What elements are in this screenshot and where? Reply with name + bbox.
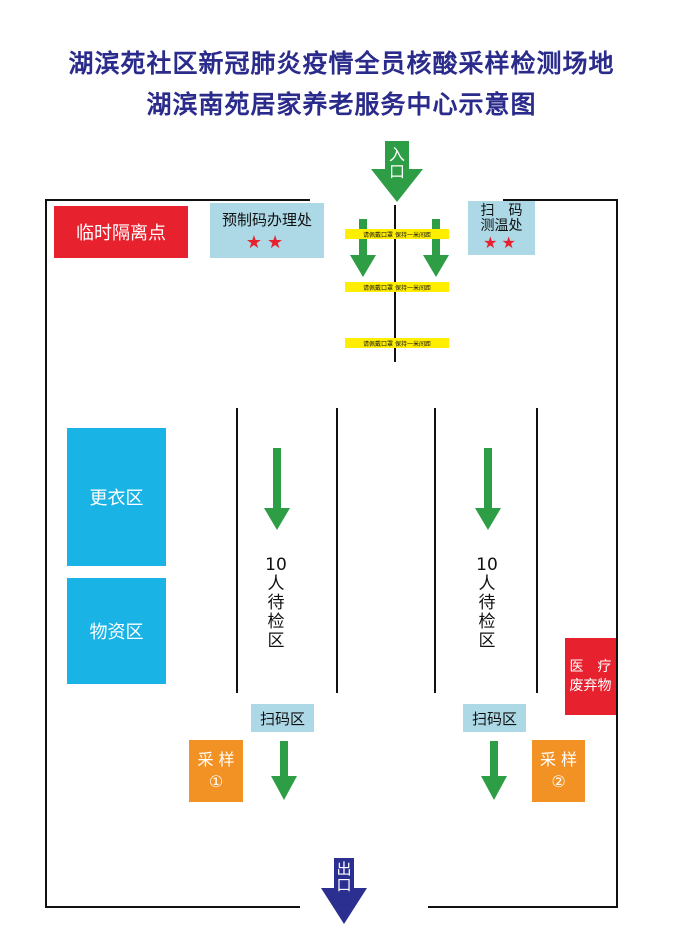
sampling-1-label: 采 样 bbox=[197, 750, 235, 769]
queue-arrow-icon bbox=[350, 219, 376, 277]
scan-zone-right: 扫码区 bbox=[463, 704, 526, 732]
scan-zone-left: 扫码区 bbox=[251, 704, 314, 732]
lane-arrow-icon bbox=[475, 448, 501, 530]
medical-waste-label-1: 医 疗 bbox=[569, 658, 612, 675]
entrance-arrow-icon bbox=[371, 141, 423, 202]
lane-arrow-icon bbox=[264, 448, 290, 530]
exit-arrow-icon bbox=[321, 858, 367, 924]
star-icon: ★★ bbox=[483, 233, 520, 252]
wall-left bbox=[45, 199, 310, 908]
precode-label: 预制码办理处 bbox=[221, 210, 312, 229]
scan-arrow-icon bbox=[271, 741, 297, 800]
distance-notice: 请佩戴口罩 保持一米间距 bbox=[345, 229, 449, 239]
title-line-1: 湖滨苑社区新冠肺炎疫情全员核酸采样检测场地 bbox=[68, 49, 615, 78]
precode-office: 预制码办理处 ★★ bbox=[210, 203, 324, 258]
sampling-1-number: ① bbox=[208, 772, 224, 791]
sampling-station-1: 采 样 ① bbox=[189, 740, 243, 802]
sampling-2-label: 采 样 bbox=[539, 750, 578, 769]
medical-waste-label-2: 废弃物 bbox=[569, 677, 612, 694]
distance-notice: 请佩戴口罩 保持一米间距 bbox=[345, 338, 449, 348]
scan-temperature-station: 扫 码 测温处 ★★ bbox=[468, 201, 535, 255]
queue-arrow-icon bbox=[423, 219, 449, 277]
supplies-zone: 物资区 bbox=[67, 578, 166, 684]
title-line-2: 湖滨南苑居家养老服务中心示意图 bbox=[146, 90, 537, 119]
sampling-2-number: ② bbox=[551, 772, 566, 791]
exit-label: 出口 bbox=[336, 860, 352, 894]
changing-zone: 更衣区 bbox=[67, 428, 166, 566]
wall-right bbox=[428, 199, 618, 908]
distance-notice: 请佩戴口罩 保持一米间距 bbox=[345, 282, 449, 292]
sampling-station-2: 采 样 ② bbox=[532, 740, 585, 802]
entrance-label: 入口 bbox=[388, 145, 405, 181]
medical-waste-zone: 医 疗 废弃物 bbox=[565, 638, 616, 715]
waiting-zone-left: 10 人 待 检 区 bbox=[265, 555, 287, 651]
scan-arrow-icon bbox=[481, 741, 507, 800]
waiting-zone-right: 10 人 待 检 区 bbox=[476, 555, 498, 651]
scan-temp-label-1: 扫 码 bbox=[480, 203, 523, 219]
scan-temp-label-2: 测温处 bbox=[480, 218, 523, 234]
quarantine-zone: 临时隔离点 bbox=[54, 206, 188, 258]
star-icon: ★★ bbox=[245, 231, 289, 253]
